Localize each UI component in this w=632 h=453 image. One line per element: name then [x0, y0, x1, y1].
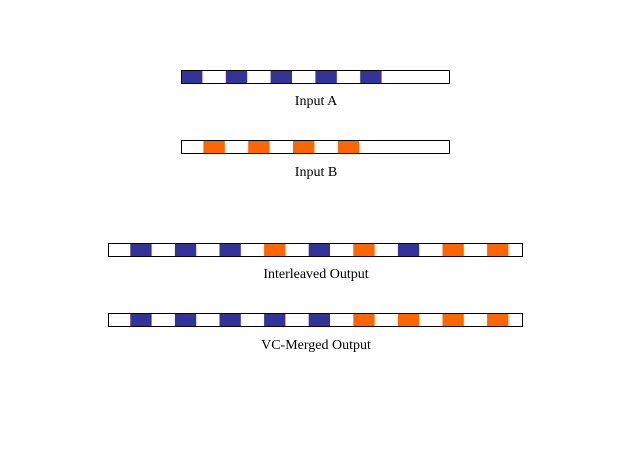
stream-vc-merged-output	[108, 313, 523, 327]
vc-merged-output-cell-orange	[487, 313, 509, 327]
interleaved-output-cell-blue	[308, 243, 330, 257]
vc-merged-output-cell-blue	[308, 313, 330, 327]
interleaved-output-cell-orange	[487, 243, 509, 257]
vc-merged-output-cell-blue	[264, 313, 286, 327]
interleaved-output-cell-orange	[353, 243, 375, 257]
interleaved-output-cell-blue	[130, 243, 152, 257]
vc-merged-output-cell-orange	[353, 313, 375, 327]
stream-input-b	[181, 140, 450, 154]
vc-merged-output-cell-blue	[130, 313, 152, 327]
input-b-cell-orange	[337, 140, 360, 154]
vc-merged-output-cell-blue	[174, 313, 197, 327]
interleaved-output-outline	[108, 243, 523, 257]
interleaved-output-cell-orange	[442, 243, 464, 257]
interleaved-output-cell-blue	[397, 243, 420, 257]
stream-input-a	[181, 70, 450, 84]
vc-merged-output-cell-orange	[397, 313, 420, 327]
interleaved-output-cell-blue	[174, 243, 197, 257]
interleaved-output-cell-blue	[219, 243, 241, 257]
interleaved-output-cell-orange	[264, 243, 286, 257]
label-input-b: Input B	[295, 165, 337, 180]
input-b-cell-orange	[293, 140, 315, 154]
vc-merged-output-cell-blue	[219, 313, 241, 327]
input-a-cell-blue	[270, 70, 292, 84]
input-b-cell-orange	[248, 140, 270, 154]
input-a-cell-blue	[360, 70, 382, 84]
input-b-outline	[181, 140, 450, 154]
label-vc-merged-output: VC-Merged Output	[261, 338, 371, 353]
label-input-a: Input A	[295, 94, 338, 109]
vc-merged-output-outline	[108, 313, 523, 327]
vc-merged-output-cell-orange	[442, 313, 464, 327]
input-b-cell-orange	[203, 140, 225, 154]
input-a-outline	[181, 70, 450, 84]
input-a-cell-blue	[315, 70, 337, 84]
stream-interleaved-output	[108, 243, 523, 257]
input-a-cell-blue	[225, 70, 248, 84]
label-interleaved-output: Interleaved Output	[263, 267, 368, 282]
input-a-cell-blue	[181, 70, 203, 84]
